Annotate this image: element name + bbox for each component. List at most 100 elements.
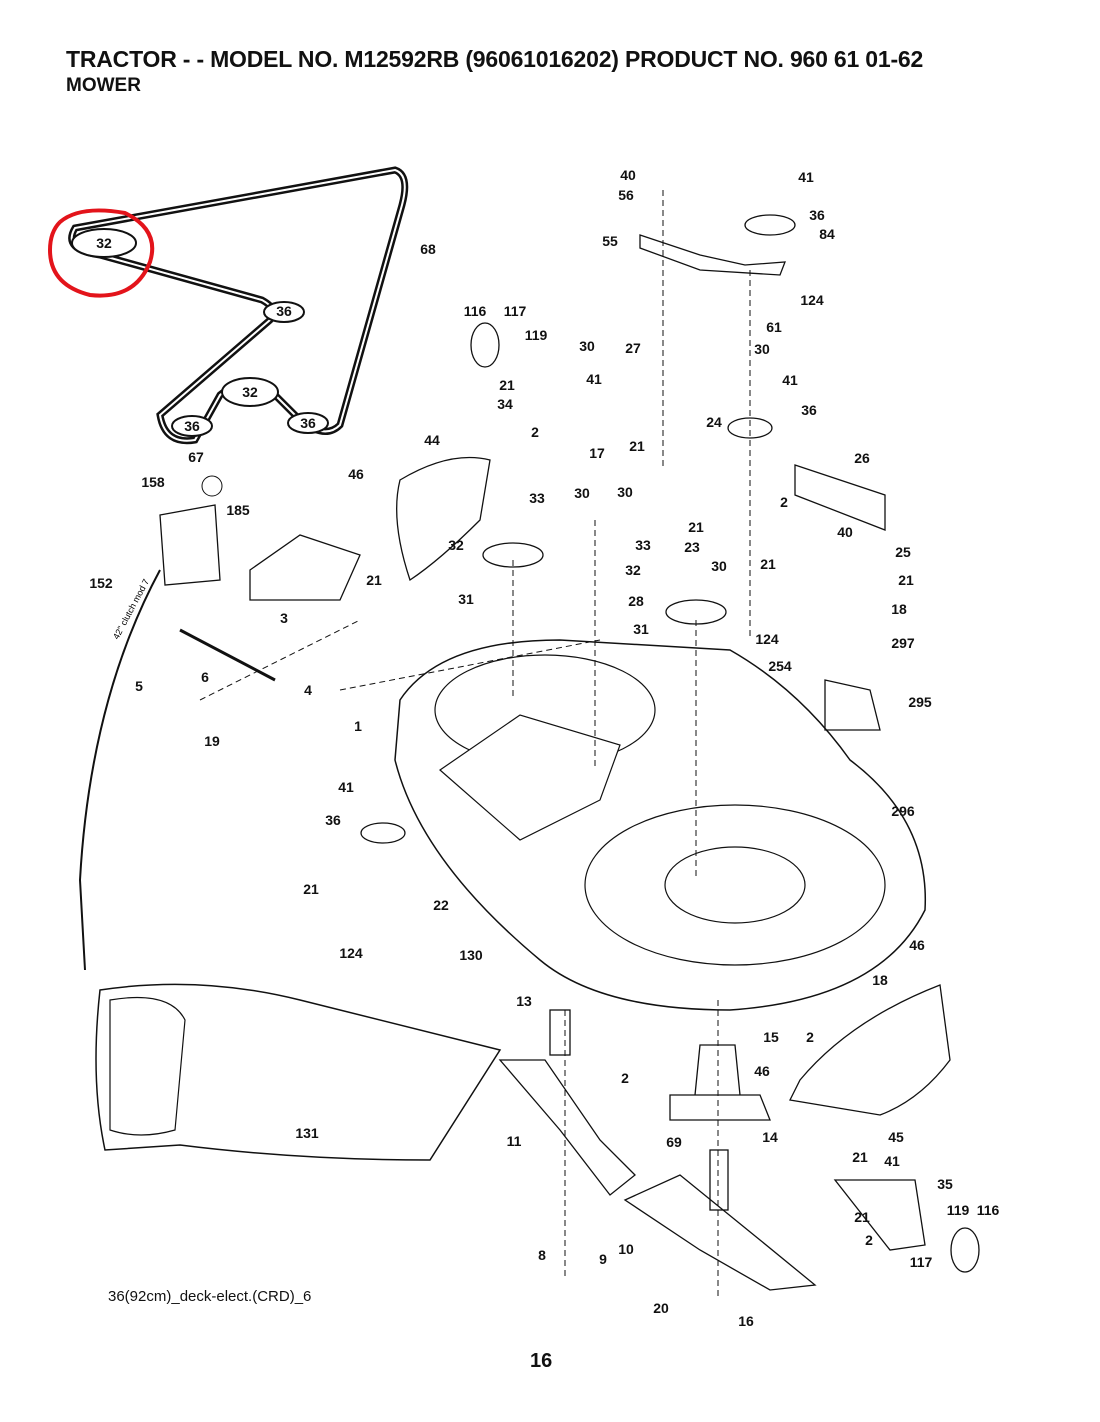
pulley-32-center — [221, 377, 279, 407]
callout: 34 — [497, 396, 513, 412]
callout: 116 — [463, 303, 487, 319]
callout: 27 — [625, 340, 641, 356]
belt-guard-45 — [789, 984, 951, 1116]
pulley-32 — [71, 228, 137, 258]
callout: 36 — [325, 812, 341, 828]
callout: 117 — [909, 1254, 933, 1270]
callout: 30 — [754, 341, 770, 357]
clutch-cable-152 — [78, 569, 161, 971]
callout: 68 — [420, 241, 436, 257]
callout: 2 — [621, 1070, 629, 1086]
callout: 297 — [891, 635, 915, 651]
callout: 21 — [499, 377, 515, 393]
callout: 17 — [589, 445, 605, 461]
callout: 41 — [782, 372, 798, 388]
callout: 19 — [204, 733, 220, 749]
callout: 23 — [684, 539, 700, 555]
pulley-32-left — [482, 542, 544, 568]
callout: 9 — [599, 1251, 607, 1267]
callout: 32 — [96, 235, 112, 251]
callout: 30 — [574, 485, 590, 501]
callout: 185 — [226, 502, 250, 518]
callout: 36 — [809, 207, 825, 223]
callout: 30 — [711, 558, 727, 574]
callout: 40 — [837, 524, 853, 540]
idler-pulley-36-lower — [727, 417, 773, 439]
pulley-36-right — [287, 412, 329, 434]
callout: 21 — [629, 438, 645, 454]
callout: 124 — [800, 292, 824, 308]
gauge-wheel-117 — [950, 1227, 980, 1273]
callout: 56 — [618, 187, 634, 203]
callout: 295 — [908, 694, 932, 710]
assembly-lines — [199, 190, 751, 1300]
callout: 14 — [762, 1129, 778, 1145]
guard-44 — [396, 456, 491, 582]
spindle-13 — [549, 1009, 571, 1056]
callout: 18 — [891, 601, 907, 617]
callout: 41 — [884, 1153, 900, 1169]
callout: 36 — [276, 303, 292, 319]
callout: 31 — [458, 591, 474, 607]
callout: 21 — [898, 572, 914, 588]
callout: 40 — [620, 167, 636, 183]
callout: 124 — [339, 945, 363, 961]
callout: 296 — [891, 803, 915, 819]
callout: 5 — [135, 678, 143, 694]
callout: 10 — [618, 1241, 634, 1257]
idler-pulley-36-deck — [360, 822, 406, 844]
bracket-26 — [794, 464, 886, 531]
callout: 116 — [976, 1202, 1000, 1218]
callout: 21 — [688, 519, 704, 535]
discharge-chute-opening — [109, 996, 186, 1136]
callout: 8 — [538, 1247, 546, 1263]
callout: 24 — [706, 414, 722, 430]
callout: 32 — [242, 384, 258, 400]
callout: 21 — [854, 1209, 870, 1225]
callout: 41 — [586, 371, 602, 387]
blade-16 — [623, 1174, 817, 1291]
callout: 18 — [872, 972, 888, 988]
bracket-185 — [159, 504, 221, 586]
callout: 2 — [780, 494, 788, 510]
callout: 11 — [506, 1133, 522, 1149]
callout: 22 — [433, 897, 449, 913]
bracket-35 — [833, 1179, 926, 1251]
callout: 32 — [625, 562, 641, 578]
callout: 2 — [865, 1232, 873, 1248]
callout: 28 — [628, 593, 644, 609]
callout: 41 — [798, 169, 814, 185]
highlight-circle — [47, 208, 155, 298]
callout: 36 — [184, 418, 200, 434]
spindle-69 — [709, 1149, 729, 1211]
callout: 46 — [909, 937, 925, 953]
callout: 30 — [617, 484, 633, 500]
belt-68-inner — [70, 168, 406, 442]
callout: 45 — [888, 1129, 904, 1145]
callout: 36 — [300, 415, 316, 431]
callout: 6 — [201, 669, 209, 685]
baffle-295 — [824, 679, 881, 731]
page-number: 16 — [530, 1350, 553, 1372]
callout: 21 — [760, 556, 776, 572]
callout: 21 — [852, 1149, 868, 1165]
callout: 61 — [766, 319, 782, 335]
callout: 55 — [602, 233, 618, 249]
callout: 117 — [503, 303, 527, 319]
callout: 36 — [801, 402, 817, 418]
callout: 4 — [304, 682, 312, 698]
callout: 21 — [366, 572, 382, 588]
callout: 20 — [653, 1300, 669, 1316]
callout: 33 — [635, 537, 651, 553]
callout: 46 — [754, 1063, 770, 1079]
discharge-chute-131 — [95, 983, 502, 1161]
deck-right-hub — [664, 846, 806, 924]
bracket-55 — [639, 234, 786, 276]
drawing-reference: 36(92cm)_deck-elect.(CRD)_6 — [108, 1288, 312, 1305]
deck-right-chamber — [584, 804, 886, 966]
callout: 15 — [763, 1029, 779, 1045]
page-title: TRACTOR - - MODEL NO. M12592RB (96061016… — [66, 46, 924, 72]
callout: 33 — [529, 490, 545, 506]
callout: 84 — [819, 226, 835, 242]
